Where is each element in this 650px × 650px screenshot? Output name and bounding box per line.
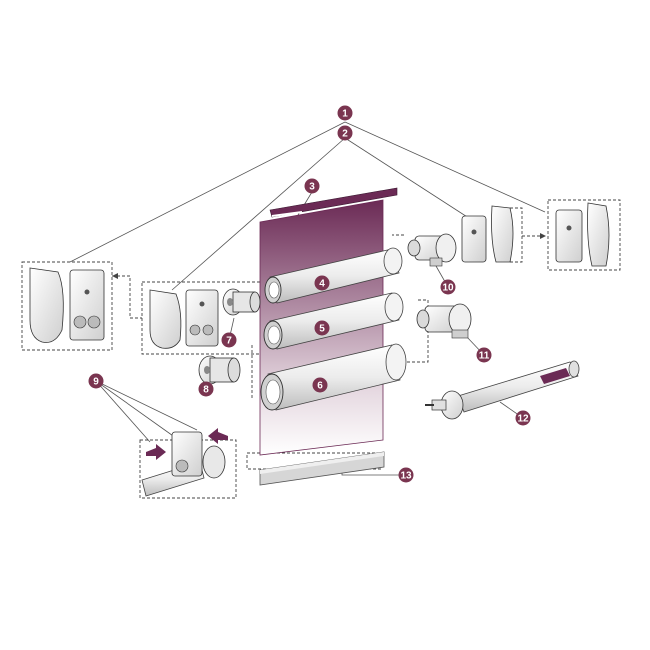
tube-4 [264, 247, 403, 304]
callout-12: 12 [515, 410, 531, 426]
svg-text:7: 7 [226, 336, 232, 347]
svg-text:5: 5 [319, 324, 325, 335]
callout-7: 7 [221, 332, 237, 348]
detail-9-assembly [141, 428, 228, 497]
svg-text:6: 6 [317, 381, 323, 392]
svg-text:11: 11 [479, 351, 490, 362]
bracket-set-far-right [555, 202, 610, 267]
callout-5: 5 [314, 320, 330, 336]
tube-5 [263, 292, 404, 350]
svg-text:8: 8 [203, 385, 209, 396]
svg-text:10: 10 [442, 283, 454, 294]
callouts: 1 2 3 4 5 6 7 8 9 10 11 12 13 [88, 105, 531, 483]
callout-6: 6 [312, 377, 328, 393]
end-plug-7 [222, 288, 261, 316]
svg-text:9: 9 [93, 377, 99, 388]
bracket-set-left [29, 267, 105, 343]
callout-9: 9 [88, 373, 104, 389]
callout-13: 13 [398, 467, 414, 483]
svg-text:1: 1 [342, 109, 348, 120]
svg-text:2: 2 [342, 129, 348, 140]
callout-10: 10 [440, 279, 456, 295]
callout-2: 2 [337, 125, 353, 141]
spring-mechanism-12 [425, 360, 580, 420]
callout-4: 4 [314, 275, 330, 291]
callout-3: 3 [304, 178, 320, 194]
svg-text:3: 3 [309, 182, 315, 193]
end-plug-8 [198, 355, 241, 385]
idle-end-10 [407, 233, 457, 267]
tube-6 [260, 343, 407, 411]
bracket-set-right [461, 205, 514, 263]
callout-8: 8 [198, 381, 214, 397]
svg-text:4: 4 [319, 279, 325, 290]
svg-text:12: 12 [517, 414, 529, 425]
callout-11: 11 [476, 347, 492, 363]
guide-arrowheads [112, 233, 546, 279]
callout-1: 1 [337, 105, 353, 121]
svg-text:13: 13 [400, 471, 412, 482]
bottom-bar [259, 451, 385, 486]
bracket-set-mid [149, 289, 219, 349]
idle-end-11 [416, 303, 472, 339]
